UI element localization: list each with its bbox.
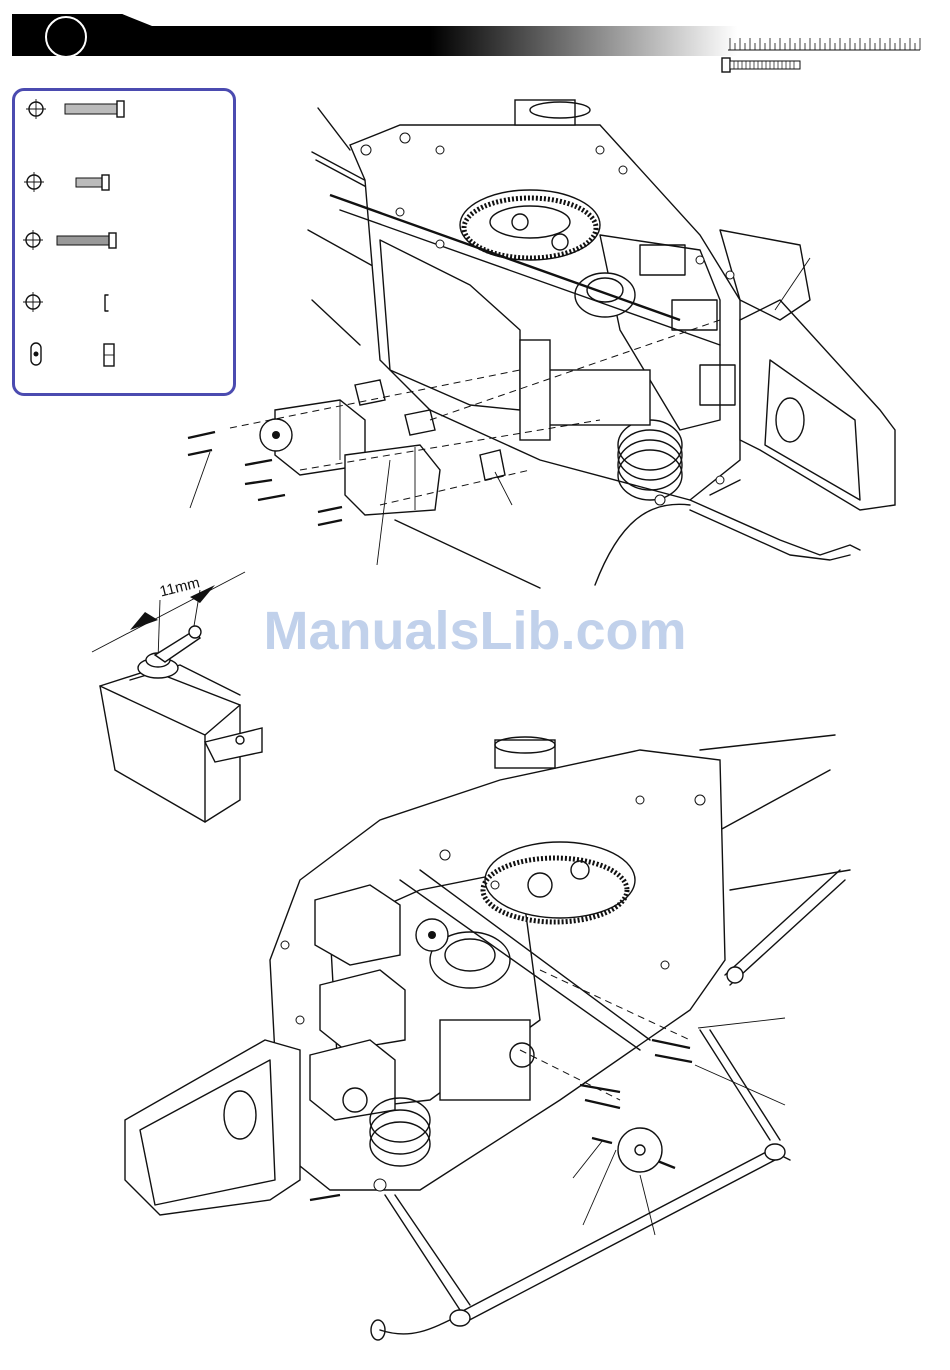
lower-assembly-diagram [0, 0, 950, 1370]
